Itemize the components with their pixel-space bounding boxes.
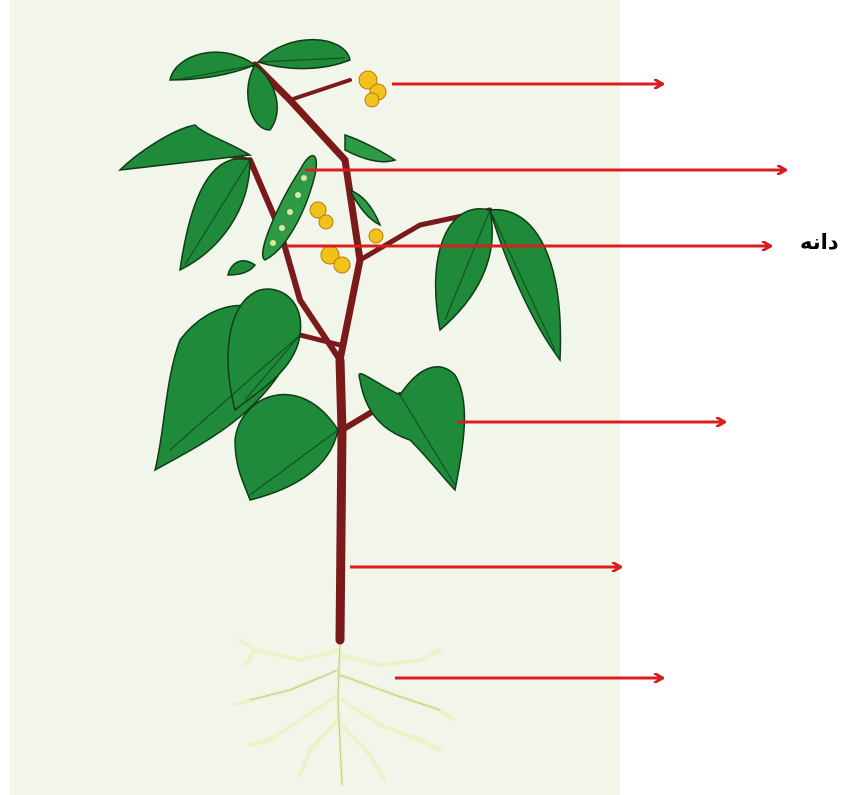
diagram-background: [10, 0, 620, 795]
seed-label: دانه: [800, 230, 839, 254]
